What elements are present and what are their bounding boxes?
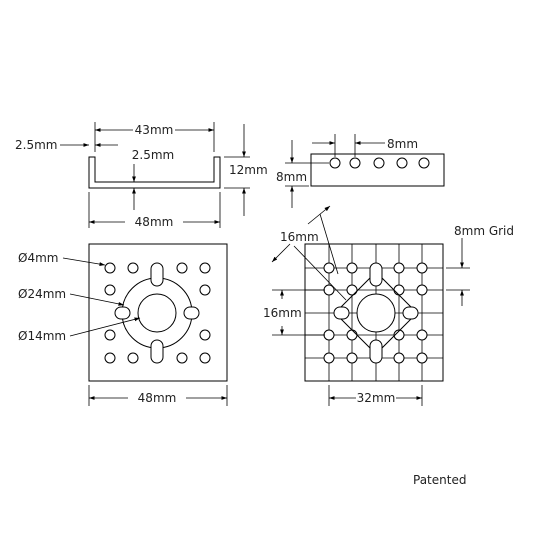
end-spacing-label: 8mm (387, 137, 418, 151)
grid-vertical-label: 16mm (263, 306, 302, 320)
patented-note: Patented (413, 473, 466, 487)
bore (137, 293, 177, 333)
side-width-bottom-label: 48mm (135, 215, 174, 229)
side-wall-label: 2.5mm (15, 138, 57, 152)
grid-view: 16mm 8mm Grid 16mm 32mm (263, 205, 514, 406)
side-inner-wall-label: 2.5mm (132, 148, 174, 162)
end-view: 8mm 8mm (276, 134, 445, 208)
grid-plate-outline (304, 243, 444, 382)
side-view: 43mm 2.5mm 2.5mm 12mm 48mm (15, 122, 268, 229)
side-height-label: 12mm (229, 163, 268, 177)
plate-view: Ø4mm Ø24mm Ø14mm 48mm (18, 243, 228, 406)
grid-width-label: 32mm (357, 391, 396, 405)
grid-spacing-label: 8mm Grid (454, 224, 514, 238)
plate-width-label: 48mm (138, 391, 177, 405)
bore-label: Ø14mm (18, 329, 66, 343)
plate-outline (88, 243, 228, 382)
hole-strip (310, 153, 445, 187)
side-width-top-label: 43mm (135, 123, 174, 137)
grid-diagonal-label: 16mm (280, 230, 319, 244)
grid-bore (356, 293, 396, 333)
bolt-circle (121, 277, 193, 349)
bolt-circle-label: Ø24mm (18, 287, 66, 301)
small-hole-label: Ø4mm (18, 251, 58, 265)
end-height-label: 8mm (276, 170, 307, 184)
